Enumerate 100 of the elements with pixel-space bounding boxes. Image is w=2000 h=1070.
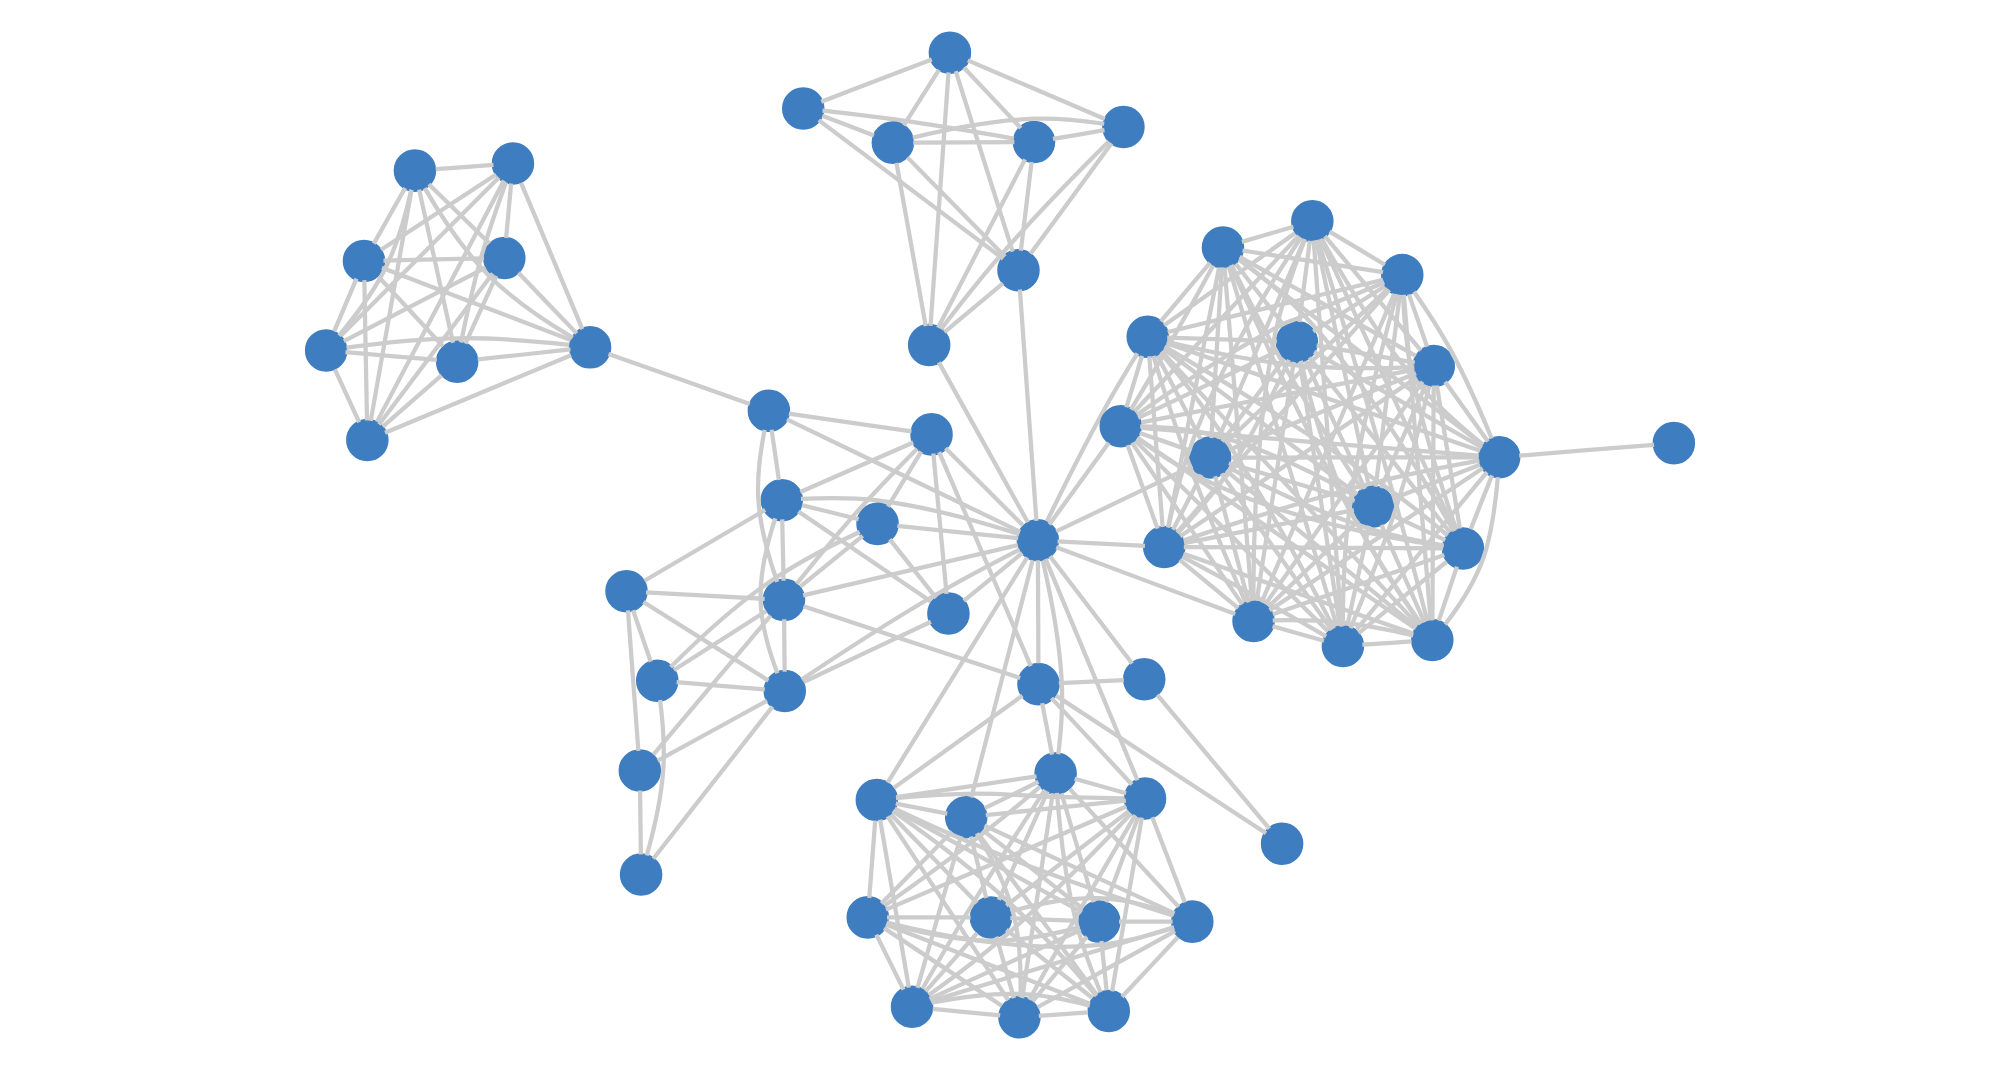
connector (981, 828, 1085, 911)
connector (1436, 565, 1459, 622)
connector (936, 158, 1027, 329)
connector (1182, 458, 1480, 543)
connector (427, 182, 492, 246)
node-circle (393, 149, 437, 192)
node-circle (1123, 777, 1167, 820)
connector (1133, 439, 1330, 633)
connector (669, 530, 861, 669)
connector (1345, 525, 1372, 627)
connector (1150, 816, 1187, 904)
connector (885, 815, 1010, 1002)
connector (1412, 290, 1494, 440)
node-circle (605, 570, 648, 613)
connector (905, 155, 1007, 259)
connector (1167, 277, 1384, 335)
connector (1043, 558, 1140, 781)
connector (1055, 464, 1194, 534)
connector (458, 181, 508, 343)
connector (1047, 441, 1111, 526)
connector (1303, 360, 1367, 490)
connector (607, 351, 751, 406)
connector (1226, 266, 1339, 627)
node-circle (1142, 525, 1186, 569)
connector (381, 265, 572, 342)
connector (882, 926, 1004, 1008)
connector (1166, 236, 1303, 529)
connector (1068, 787, 1181, 909)
node-circle (1012, 120, 1056, 164)
connector (1183, 508, 1355, 546)
connector (795, 447, 919, 586)
connector (1213, 475, 1251, 603)
connector (1434, 385, 1462, 529)
connector (1055, 545, 1236, 617)
connector (896, 774, 1037, 800)
node-circle (1477, 436, 1521, 479)
node-circle (907, 323, 951, 367)
connector (820, 57, 933, 104)
node-circle (1034, 752, 1077, 795)
connector (1054, 693, 1268, 836)
connector (1167, 335, 1277, 344)
connector (939, 139, 1111, 331)
connector (985, 798, 1127, 818)
node-circle (1171, 900, 1214, 943)
node-circle (1102, 105, 1145, 149)
connector (894, 162, 928, 327)
connector (1176, 358, 1291, 535)
connector (377, 275, 445, 348)
connector (1027, 814, 1138, 1001)
connector (786, 417, 1022, 534)
connector (1228, 461, 1356, 503)
connector (1391, 513, 1447, 542)
connector (417, 189, 456, 344)
connector (780, 519, 786, 581)
connector (625, 610, 641, 752)
connector (1017, 289, 1039, 521)
connector (1175, 288, 1391, 534)
connector (1316, 343, 1416, 365)
connector (1140, 367, 1415, 425)
node-circle (619, 853, 663, 896)
connector (422, 187, 574, 340)
connector (1519, 442, 1655, 458)
node-circle (1441, 527, 1485, 570)
connector (943, 281, 1005, 334)
connector (1139, 430, 1192, 453)
connector (802, 542, 1019, 598)
connector (1251, 238, 1307, 601)
node-circle (997, 249, 1040, 292)
connector (1052, 128, 1105, 141)
connector (504, 183, 514, 239)
connector (1379, 524, 1427, 624)
connector (643, 508, 767, 583)
connector (1132, 234, 1301, 413)
connector (672, 609, 768, 672)
connector (1237, 257, 1484, 447)
connector (1254, 361, 1296, 602)
connector (888, 538, 938, 600)
connector (874, 933, 906, 991)
connector (930, 925, 1175, 1004)
connector (435, 162, 494, 172)
node-circle (1016, 519, 1060, 562)
connector (885, 556, 1030, 784)
connector (346, 336, 570, 350)
connector (1140, 424, 1356, 498)
connector (1228, 264, 1423, 625)
connector (886, 921, 1081, 943)
connector (1104, 816, 1141, 904)
node-circle (760, 478, 804, 522)
connector (644, 699, 666, 856)
connector (879, 830, 954, 905)
node-circle (890, 985, 934, 1029)
connector (1162, 347, 1359, 496)
connector (927, 811, 1133, 997)
connector (1183, 544, 1443, 551)
connector (1155, 354, 1203, 441)
node-circle (435, 340, 479, 383)
node-circle (618, 749, 662, 792)
connector (1311, 240, 1344, 627)
connector (969, 559, 1035, 798)
connector (1314, 239, 1371, 487)
